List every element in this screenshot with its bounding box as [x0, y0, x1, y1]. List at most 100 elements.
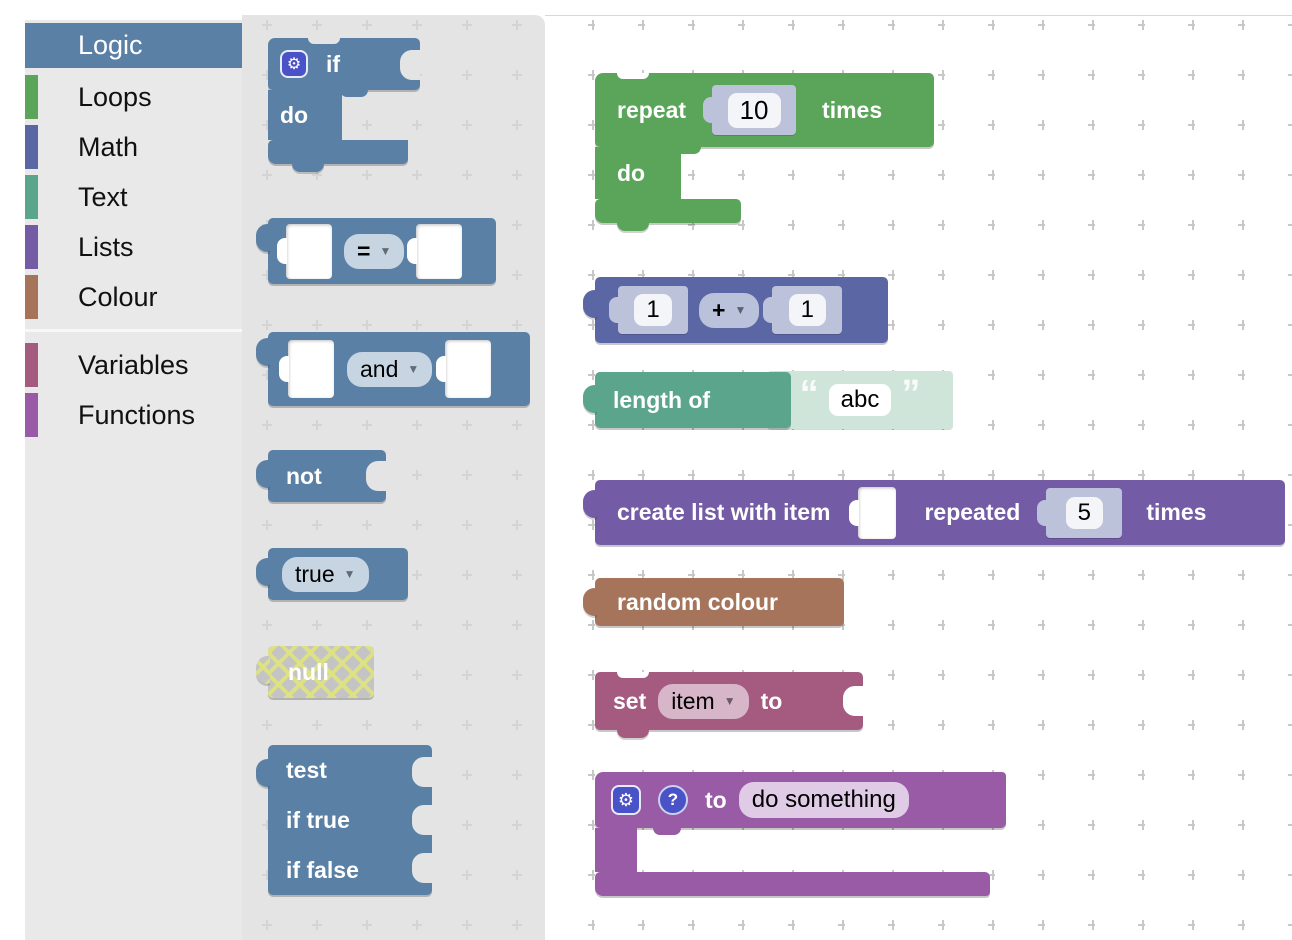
bottom-connector — [292, 164, 324, 172]
count-shadow-block[interactable]: 5 — [1046, 487, 1123, 538]
flyout-block-not[interactable]: not — [256, 450, 386, 502]
top-notch — [617, 672, 649, 678]
flyout-block-logic-op[interactable]: and ▼ — [256, 332, 530, 406]
category-label: Text — [78, 182, 128, 212]
value-input-notch — [412, 805, 432, 835]
operator-value: = — [357, 237, 371, 264]
variable-dropdown[interactable]: item ▼ — [658, 683, 749, 719]
category-label: Lists — [78, 232, 134, 262]
sidebar-item-text[interactable]: Text — [25, 175, 242, 219]
count-shadow-block[interactable]: 10 — [712, 85, 797, 135]
right-shadow-block[interactable]: 1 — [772, 286, 843, 334]
dropdown-arrow-icon: ▼ — [407, 362, 420, 376]
repeat-label: repeat — [617, 96, 687, 123]
help-icon[interactable]: ? — [658, 785, 688, 815]
output-plug — [256, 759, 270, 787]
sidebar-item-logic[interactable]: Logic — [25, 23, 242, 68]
times-label: times — [1146, 499, 1207, 525]
dropdown-arrow-icon: ▼ — [343, 567, 356, 581]
count-field[interactable]: 10 — [727, 92, 781, 128]
category-label: Colour — [78, 282, 158, 312]
text-shadow-block[interactable]: “ abc ” — [767, 371, 953, 429]
item-socket — [858, 486, 897, 539]
sidebar-item-colour[interactable]: Colour — [25, 275, 242, 319]
output-plug — [256, 224, 270, 252]
function-name-field[interactable]: do something — [738, 782, 909, 818]
flyout-block-if[interactable]: ⚙ if do — [268, 38, 420, 178]
sidebar-item-loops[interactable]: Loops — [25, 75, 242, 119]
category-color-bar — [25, 125, 38, 169]
if-true-label: if true — [286, 806, 350, 833]
bottom-connector — [617, 223, 649, 231]
operator-dropdown[interactable]: + ▼ — [699, 292, 760, 328]
not-label: not — [286, 462, 322, 489]
left-shadow-block[interactable]: 1 — [618, 286, 688, 334]
dropdown-arrow-icon: ▼ — [734, 303, 747, 317]
toolbox-panel — [25, 20, 242, 940]
output-plug — [583, 385, 597, 413]
variable-name: item — [671, 687, 715, 714]
category-label: Logic — [78, 30, 143, 60]
boolean-dropdown[interactable]: true ▼ — [282, 556, 369, 592]
boolean-value: true — [295, 560, 335, 587]
output-plug — [256, 656, 270, 684]
to-label: to — [705, 786, 727, 813]
flyout-block-ternary[interactable]: test if true if false — [256, 745, 432, 895]
set-label: set — [613, 687, 647, 714]
if-label: if — [326, 50, 341, 77]
open-quote-icon: “ — [799, 373, 819, 415]
right-value-field[interactable]: 1 — [788, 294, 826, 326]
output-plug — [256, 460, 270, 488]
operator-value: and — [360, 355, 399, 382]
category-color-bar — [25, 343, 38, 387]
function-name: do something — [751, 786, 896, 813]
ws-block-set-variable[interactable]: set item ▼ to — [595, 672, 863, 738]
count-field[interactable]: 5 — [1065, 496, 1104, 529]
ws-block-repeat[interactable]: repeat 10 times do — [595, 73, 934, 233]
left-value-field[interactable]: 1 — [634, 294, 672, 326]
test-label: test — [286, 756, 327, 783]
value-input-notch — [843, 686, 863, 716]
operator-dropdown[interactable]: and ▼ — [347, 351, 433, 387]
mutator-gear-icon[interactable]: ⚙ — [280, 50, 308, 78]
category-color-bar — [25, 175, 38, 219]
text-field[interactable]: abc — [828, 384, 892, 416]
ws-block-function-def[interactable]: ⚙ ? to do something — [595, 772, 1006, 902]
workspace-top-border — [545, 15, 1292, 16]
operator-dropdown[interactable]: = ▼ — [344, 233, 405, 269]
dropdown-arrow-icon: ▼ — [723, 694, 736, 708]
right-operand-socket — [416, 223, 463, 279]
category-color-bar — [25, 225, 38, 269]
top-notch — [308, 38, 340, 44]
create-list-label: create list with item — [617, 499, 831, 525]
top-notch — [617, 73, 649, 79]
value-input-notch — [412, 853, 432, 883]
mutator-gear-icon[interactable]: ⚙ — [611, 785, 641, 815]
output-plug — [583, 290, 597, 318]
dropdown-arrow-icon: ▼ — [379, 244, 392, 258]
ws-block-arithmetic[interactable]: 1 + ▼ 1 — [583, 277, 888, 343]
flyout-block-compare[interactable]: = ▼ — [256, 218, 496, 284]
statement-notch — [340, 90, 368, 97]
output-plug — [256, 338, 270, 366]
close-quote-icon: ” — [901, 373, 921, 415]
if-false-label: if false — [286, 856, 359, 883]
repeated-label: repeated — [924, 499, 1021, 525]
length-of-label: length of — [613, 386, 711, 413]
output-plug — [583, 490, 597, 518]
flyout-block-boolean[interactable]: true ▼ — [256, 548, 408, 600]
operator-value: + — [712, 296, 726, 323]
output-plug — [583, 588, 597, 616]
sidebar-item-functions[interactable]: Functions — [25, 393, 242, 437]
ws-block-create-list[interactable]: create list with item repeated 5 times — [583, 480, 1285, 545]
category-label: Functions — [78, 400, 196, 430]
statement-notch — [673, 147, 701, 154]
value-input-notch — [400, 50, 420, 80]
sidebar-item-lists[interactable]: Lists — [25, 225, 242, 269]
flyout-block-null-disabled[interactable]: null — [256, 646, 374, 698]
ws-block-length-of[interactable]: “ abc ” length of — [583, 371, 955, 429]
sidebar-item-math[interactable]: Math — [25, 125, 242, 169]
ws-block-random-colour[interactable]: random colour — [583, 578, 844, 626]
sidebar-item-variables[interactable]: Variables — [25, 343, 242, 387]
